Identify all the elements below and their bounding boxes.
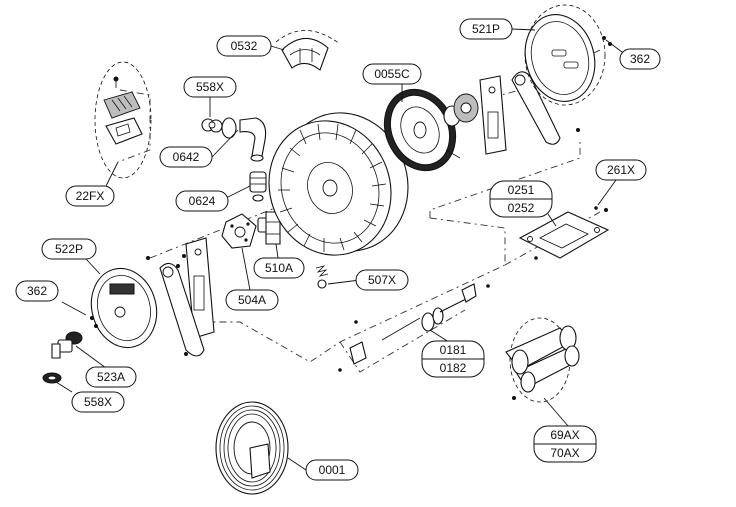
part-0532-curved-segment xyxy=(275,30,341,71)
part-0055C-spring-ring xyxy=(383,88,461,172)
callout-558X-top: 558X xyxy=(183,76,237,98)
callout-558X-bottom: 558X xyxy=(71,391,125,413)
drum-slots xyxy=(278,123,387,252)
part-504A-hub xyxy=(221,213,257,249)
callout-504A-text: 504A xyxy=(238,293,266,307)
callout-0532: 0532 xyxy=(216,35,272,57)
callout-0251-0252: 0251 0252 xyxy=(489,180,553,218)
part-0642-elbow xyxy=(221,117,267,162)
callout-261X: 261X xyxy=(595,159,647,181)
callout-362-top: 362 xyxy=(619,48,661,70)
callout-510A: 510A xyxy=(253,257,305,279)
callout-522P-text: 522P xyxy=(55,242,83,256)
callout-0624-text: 0624 xyxy=(189,194,216,208)
part-558X-top-clip xyxy=(201,118,223,133)
screws xyxy=(146,128,608,356)
callout-558X-top-text: 558X xyxy=(196,80,224,94)
callout-558X-bottom-text: 558X xyxy=(84,395,112,409)
callout-510A-text: 510A xyxy=(265,261,293,275)
callout-0001: 0001 xyxy=(305,459,359,481)
part-510A-inlet xyxy=(257,211,281,245)
callout-523A: 523A xyxy=(85,366,137,388)
callout-22FX: 22FX xyxy=(65,185,115,207)
part-right-frame xyxy=(479,71,561,155)
callout-0532-text: 0532 xyxy=(231,39,258,53)
callout-362-left: 362 xyxy=(15,280,59,302)
callout-22FX-text: 22FX xyxy=(76,189,105,203)
callout-261X-text: 261X xyxy=(607,163,635,177)
callout-0252-text: 0252 xyxy=(508,201,535,215)
callout-504A: 504A xyxy=(225,289,279,311)
callout-0251-text: 0251 xyxy=(508,183,535,197)
part-hub-assembly-top xyxy=(443,93,479,127)
part-0181-shaft xyxy=(338,283,490,372)
part-507X-spring xyxy=(315,265,329,289)
callout-69AX-70AX: 69AX 70AX xyxy=(533,425,597,463)
callout-0055C-text: 0055C xyxy=(374,67,410,81)
part-0624-swivel xyxy=(249,171,267,202)
callout-0001-text: 0001 xyxy=(319,463,346,477)
part-main-drum xyxy=(268,112,409,256)
callout-0182-text: 0182 xyxy=(440,361,467,375)
callout-70AX-text: 70AX xyxy=(550,446,579,460)
callout-0642: 0642 xyxy=(159,146,213,168)
callout-0181-text: 0181 xyxy=(440,343,467,357)
callout-507X: 507X xyxy=(355,269,409,291)
callout-69AX-text: 69AX xyxy=(550,428,579,442)
part-left-frame xyxy=(159,237,215,357)
part-522P-cover xyxy=(90,267,158,349)
callout-523A-text: 523A xyxy=(97,370,125,384)
callout-0624: 0624 xyxy=(175,190,229,212)
callout-0642-text: 0642 xyxy=(173,150,200,164)
part-69AX-roller-guide xyxy=(505,317,580,403)
callout-522P: 522P xyxy=(41,238,97,260)
callout-521P: 521P xyxy=(459,18,513,40)
callout-521P-text: 521P xyxy=(472,22,500,36)
part-22FX-clamp xyxy=(94,61,152,179)
part-521P-cover xyxy=(524,4,612,106)
callout-362-top-text: 362 xyxy=(630,52,650,66)
part-0001-hose-coil xyxy=(215,401,289,495)
callout-507X-text: 507X xyxy=(368,273,396,287)
callout-0181-0182: 0181 0182 xyxy=(421,340,485,378)
callout-0055C: 0055C xyxy=(362,63,422,85)
part-558X-bottom-clip xyxy=(42,372,62,384)
callout-362-left-text: 362 xyxy=(27,284,47,298)
part-523A-fitting xyxy=(51,331,83,359)
